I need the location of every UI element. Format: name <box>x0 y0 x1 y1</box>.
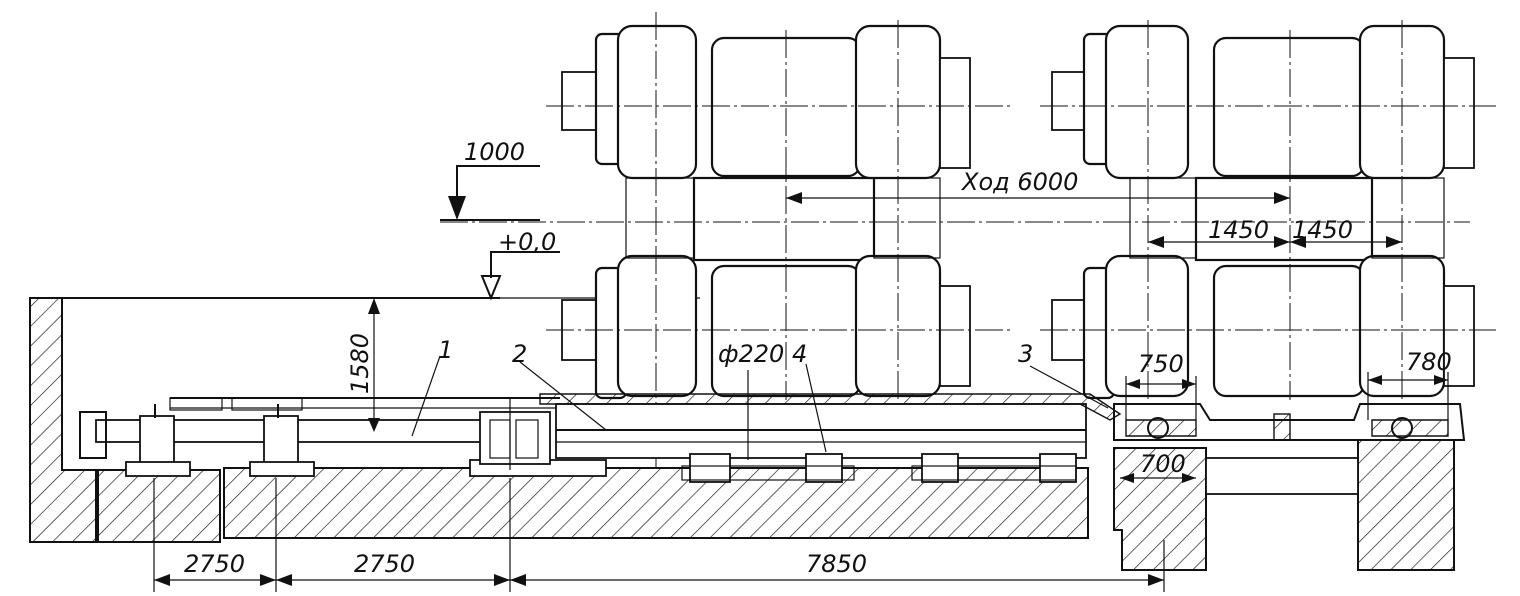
callout-3: 3 <box>1018 340 1033 368</box>
dim-780: 780 <box>1406 348 1452 376</box>
dimensions <box>153 165 1449 592</box>
callout-1: 1 <box>438 336 453 364</box>
roll-stand-left <box>561 24 971 400</box>
elevation-zero-label: +0,0 <box>498 228 556 256</box>
foundation-block-4 <box>1357 439 1455 571</box>
dim-1450-right: 1450 <box>1292 216 1353 244</box>
callout-4: 4 <box>792 340 807 368</box>
left-pit-wall <box>29 297 97 543</box>
roll-stand-right <box>1051 24 1475 400</box>
dim-2750-a: 2750 <box>184 550 245 578</box>
center-lines <box>440 12 1496 470</box>
dim-7850: 7850 <box>806 550 867 578</box>
diameter-label: ф220 <box>718 340 784 368</box>
callout-2: 2 <box>512 340 527 368</box>
dim-2750-b: 2750 <box>354 550 415 578</box>
dim-1450-left: 1450 <box>1208 216 1269 244</box>
foundation-block-1 <box>97 469 221 543</box>
dim-700: 700 <box>1140 450 1186 478</box>
right-guides <box>1113 403 1466 441</box>
connecting-beam <box>1205 457 1359 495</box>
callout-leaders <box>411 355 1109 453</box>
stroke-label: Ход 6000 <box>960 168 1078 196</box>
elevation-1000-label: 1000 <box>464 138 525 166</box>
depth-1580-label: 1580 <box>346 333 374 394</box>
dim-750: 750 <box>1138 350 1184 378</box>
